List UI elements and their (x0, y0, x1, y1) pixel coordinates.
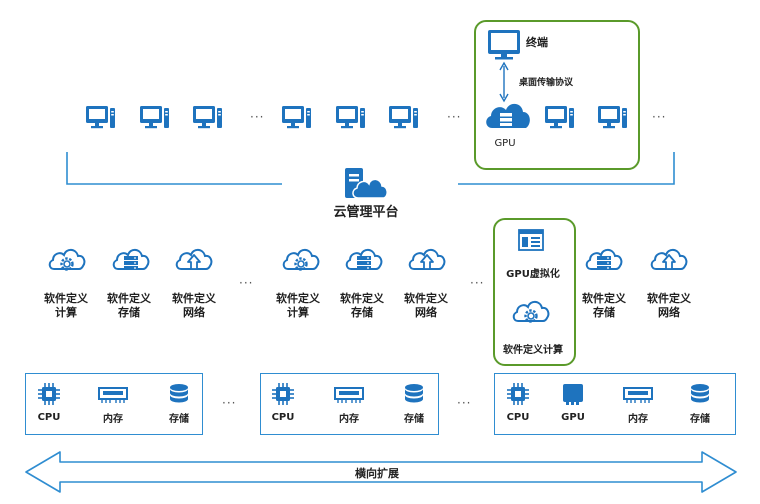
ellipsis: ··· (222, 396, 237, 410)
ellipsis: ··· (239, 276, 254, 290)
terminal-panel (474, 20, 640, 170)
gpu-cloud-icon (486, 103, 530, 128)
cpu-label: CPU (271, 412, 295, 423)
ellipsis: ··· (250, 110, 265, 124)
monitor-icon (336, 106, 365, 129)
gpu-card-label: GPU (561, 412, 585, 423)
monitor-icon (282, 106, 311, 129)
protocol-label: 桌面传输协议 (519, 78, 574, 88)
memory-label: 内存 (628, 414, 648, 425)
network-cloud-icon (175, 248, 213, 270)
compute-cloud-icon (48, 248, 86, 271)
hardware-node-1 (25, 373, 203, 435)
monitor-icon (140, 106, 169, 129)
monitor-icon (389, 106, 418, 129)
storage-label: 存储 (169, 414, 189, 425)
monitor-icon (193, 106, 222, 129)
memory-label: 内存 (339, 414, 359, 425)
ellipsis: ··· (457, 396, 472, 410)
compute-label: 软件定义计算 (44, 292, 88, 319)
gpu-label: GPU (494, 138, 516, 149)
network-label: 软件定义网络 (172, 292, 216, 319)
terminal-title: 终端 (526, 36, 548, 49)
terminal-monitor-icon (488, 30, 520, 60)
network-cloud-icon (408, 248, 446, 270)
compute-cloud-icon (282, 248, 320, 271)
gpu-compute-label: 软件定义计算 (503, 345, 563, 356)
memory-label: 内存 (103, 414, 123, 425)
scale-out-arrow (25, 451, 737, 493)
cloud-platform-icon (345, 168, 388, 199)
network-label: 软件定义网络 (647, 292, 691, 319)
network-cloud-icon (650, 248, 688, 270)
protocol-arrow (499, 61, 509, 103)
storage-label: 软件定义存储 (340, 292, 384, 319)
storage-cloud-icon (345, 248, 383, 270)
compute-label: 软件定义计算 (276, 292, 320, 319)
gpu-virtualization-icon (518, 229, 544, 251)
gpu-card-icon (563, 384, 583, 405)
ellipsis: ··· (447, 110, 462, 124)
gpu-virtualization-panel (493, 218, 576, 366)
gpu-virtualization-label: GPU虚拟化 (506, 269, 560, 280)
hardware-node-2 (260, 373, 439, 435)
cpu-label: CPU (37, 412, 61, 423)
storage-label: 软件定义存储 (582, 292, 626, 319)
storage-label: 软件定义存储 (107, 292, 151, 319)
storage-label: 存储 (690, 414, 710, 425)
network-label: 软件定义网络 (404, 292, 448, 319)
storage-label: 存储 (404, 414, 424, 425)
connector-lines (66, 152, 675, 185)
platform-title: 云管理平台 (333, 205, 399, 220)
hardware-node-3 (494, 373, 736, 435)
storage-cloud-icon (585, 248, 623, 270)
monitor-icon (86, 106, 115, 129)
ellipsis: ··· (470, 276, 485, 290)
cpu-label: CPU (506, 412, 530, 423)
scale-out-label: 横向扩展 (355, 467, 399, 480)
ellipsis: ··· (652, 110, 667, 124)
storage-cloud-icon (112, 248, 150, 270)
